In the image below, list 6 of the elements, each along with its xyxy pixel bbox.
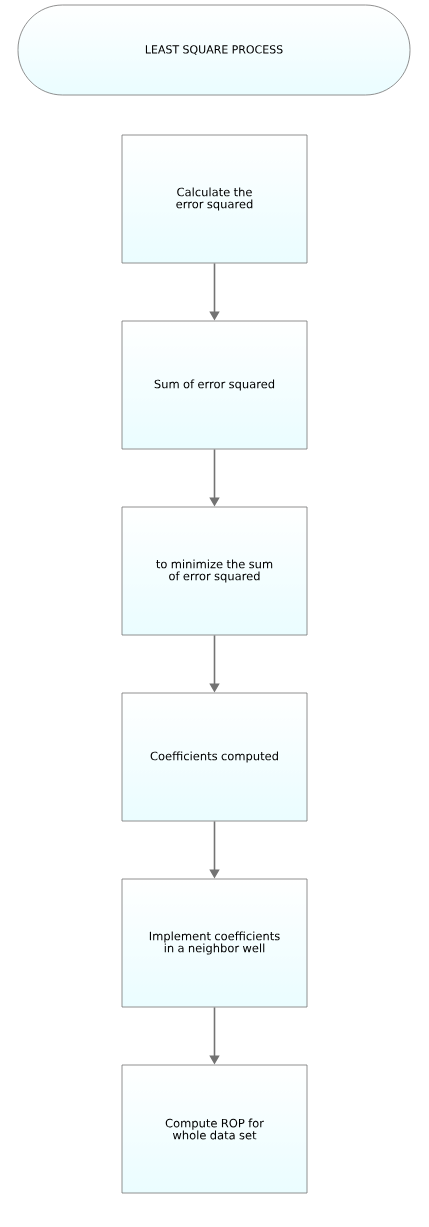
process-box: Sum of error squared	[121, 320, 308, 450]
process-box: Compute ROP for whole data set	[121, 1064, 308, 1194]
process-box: Implement coefficients in a neighbor well	[121, 878, 308, 1008]
process-box: Coefficients computed	[121, 692, 308, 822]
process-box: Calculate the error squared	[121, 134, 308, 264]
process-box: to minimize the sum of error squared	[121, 506, 308, 636]
